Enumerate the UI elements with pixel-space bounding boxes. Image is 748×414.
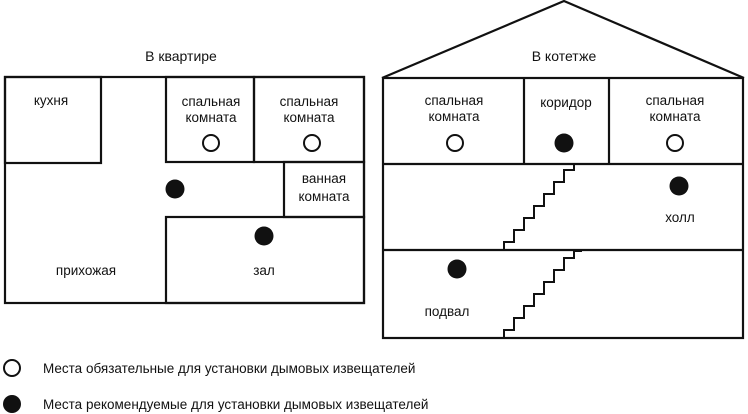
cottage-bedroom1-label-line2: комната xyxy=(428,109,480,124)
legend: Места обязательные для установки дымовых… xyxy=(3,359,428,413)
living-room-label: зал xyxy=(253,263,275,278)
bedroom1-label-line1: спальная xyxy=(182,94,241,109)
cottage-bedroom2-label-line2: комната xyxy=(649,109,701,124)
required-legend-marker xyxy=(3,359,21,377)
hallway-label: прихожая xyxy=(56,263,116,278)
cottage-title: В котетже xyxy=(532,48,597,64)
recommended-detector-marker xyxy=(165,179,185,199)
staircase xyxy=(503,163,582,250)
legend-recommended-text: Места рекомендуемые для установки дымовы… xyxy=(43,397,428,412)
apartment-title: В квартире xyxy=(145,48,217,64)
recommended-detector-marker xyxy=(669,176,689,196)
recommended-legend-marker xyxy=(3,395,21,413)
cottage-outline xyxy=(381,76,745,340)
kitchen-label: кухня xyxy=(34,93,68,108)
cottage-bedroom1-label-line1: спальная xyxy=(425,93,484,108)
bedroom1-label-line2: комната xyxy=(185,110,237,125)
required-detector-marker xyxy=(666,134,684,152)
staircase xyxy=(503,250,582,338)
recommended-detector-marker xyxy=(554,133,574,153)
bathroom-label-line1: ванная xyxy=(302,171,346,186)
required-detector-marker xyxy=(446,134,464,152)
bathroom-label-line2: комната xyxy=(298,189,350,204)
bedroom2-label-line1: спальная xyxy=(280,94,339,109)
living-room xyxy=(164,215,366,305)
required-detector-marker xyxy=(202,134,220,152)
basement-label: подвал xyxy=(425,304,470,319)
apartment-plan: В квартире кухня спальная комната спальн… xyxy=(3,48,366,305)
hall-label: холл xyxy=(665,210,695,225)
recommended-detector-marker xyxy=(254,226,274,246)
cottage-plan: В котетже спальная комната коридор спаль… xyxy=(381,0,745,340)
cottage-bedroom2-label-line1: спальная xyxy=(646,93,705,108)
roof xyxy=(381,0,745,80)
legend-required-text: Места обязательные для установки дымовых… xyxy=(43,361,415,376)
recommended-detector-marker xyxy=(447,259,467,279)
required-detector-marker xyxy=(303,134,321,152)
corridor-label: коридор xyxy=(540,95,592,110)
bedroom2-label-line2: комната xyxy=(283,110,335,125)
kitchen-room xyxy=(3,75,103,165)
